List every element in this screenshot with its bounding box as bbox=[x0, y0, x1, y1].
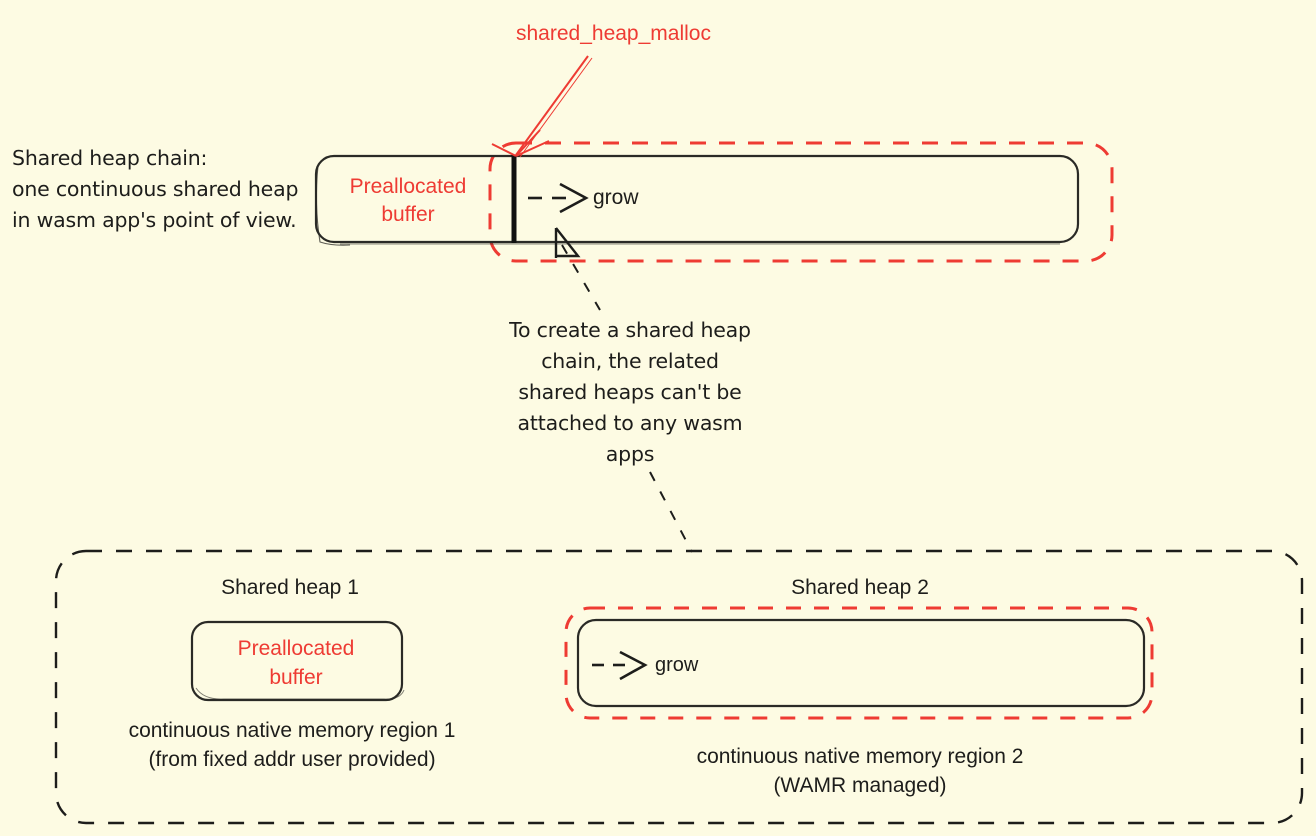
shared-heap-1-title: Shared heap 1 bbox=[221, 576, 359, 599]
shared-heap-chain-note: Shared heap chain: one continuous shared… bbox=[12, 146, 299, 232]
bottom-grow-arrow bbox=[592, 650, 648, 681]
shared-heap-malloc-label: shared_heap_malloc bbox=[516, 22, 711, 45]
top-grow-label: grow bbox=[593, 186, 639, 209]
heap2-region-caption: continuous native memory region 2 (WAMR … bbox=[696, 745, 1024, 797]
shared-heap-malloc-arrow bbox=[491, 55, 593, 158]
top-grow-arrow bbox=[528, 182, 589, 214]
top-red-dashed-region bbox=[488, 141, 1114, 263]
shared-heap-2-title: Shared heap 2 bbox=[791, 576, 929, 599]
heap1-preallocated-buffer-label: Preallocated buffer bbox=[237, 637, 355, 689]
heap1-region-caption: continuous native memory region 1 (from … bbox=[128, 719, 456, 771]
top-preallocated-buffer-label: Preallocated buffer bbox=[349, 175, 467, 226]
shared-heap-chain-constraint-note: To create a shared heap chain, the relat… bbox=[509, 318, 751, 466]
heap2-grow-label: grow bbox=[655, 654, 699, 676]
heap2-red-dashed-region bbox=[564, 606, 1154, 720]
